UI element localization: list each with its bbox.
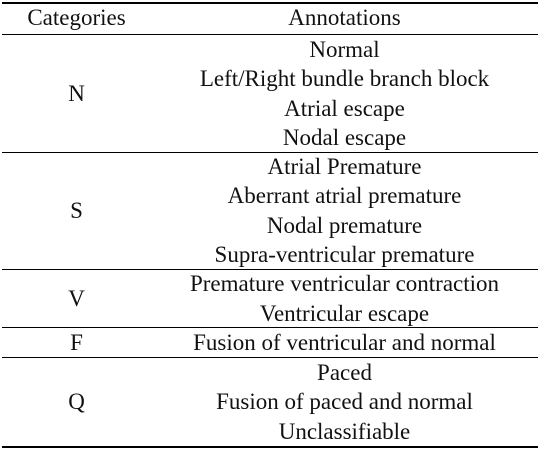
annotation-item: Left/Right bundle branch block: [199, 66, 490, 91]
table-group-q: Q Paced Fusion of paced and normal Uncla…: [0, 358, 540, 446]
table-group-f: F Fusion of ventricular and normal: [0, 328, 540, 357]
annotation-item: Paced: [317, 359, 372, 385]
annotation-item: Atrial escape: [284, 95, 405, 121]
category-cell: Q: [68, 389, 85, 414]
annotation-item: Aberrant atrial premature: [227, 183, 462, 208]
table-bottom-rule: [2, 446, 538, 448]
category-cell: V: [68, 285, 85, 311]
annotation-item: Nodal premature: [266, 212, 423, 238]
category-cell: F: [70, 329, 83, 355]
group-rule: [2, 269, 538, 271]
header-annotations: Annotations: [288, 5, 401, 30]
table-group-v: V Premature ventricular contraction Vent…: [0, 270, 540, 327]
annotation-item: Supra-ventricular premature: [214, 242, 475, 267]
table-group-s: S Atrial Premature Aberrant atrial prema…: [0, 152, 540, 269]
annotation-list: Fusion of ventricular and normal: [151, 328, 538, 357]
group-rule: [2, 357, 538, 359]
group-rule: [2, 327, 538, 329]
table-group-n: N Normal Left/Right bundle branch block …: [0, 35, 540, 152]
annotation-list: Atrial Premature Aberrant atrial prematu…: [151, 152, 538, 269]
header-categories: Categories: [27, 5, 126, 30]
annotation-item: Nodal escape: [282, 125, 407, 150]
annotation-item: Fusion of ventricular and normal: [193, 329, 496, 355]
annotation-list: Premature ventricular contraction Ventri…: [151, 270, 538, 327]
table-top-rule: [2, 2, 538, 4]
annotation-item: Premature ventricular contraction: [189, 271, 500, 296]
annotation-list: Paced Fusion of paced and normal Unclass…: [151, 358, 538, 446]
annotation-item: Unclassifiable: [278, 418, 411, 444]
group-rule: [2, 152, 538, 154]
header-rule: [2, 34, 538, 36]
annotation-item: Normal: [309, 36, 380, 62]
category-cell: N: [68, 80, 85, 106]
annotation-item: Atrial Premature: [267, 153, 422, 179]
annotation-item: Ventricular escape: [259, 300, 430, 326]
category-cell: S: [70, 197, 83, 223]
annotation-item: Fusion of paced and normal: [216, 389, 473, 415]
annotation-list: Normal Left/Right bundle branch block At…: [151, 35, 538, 152]
